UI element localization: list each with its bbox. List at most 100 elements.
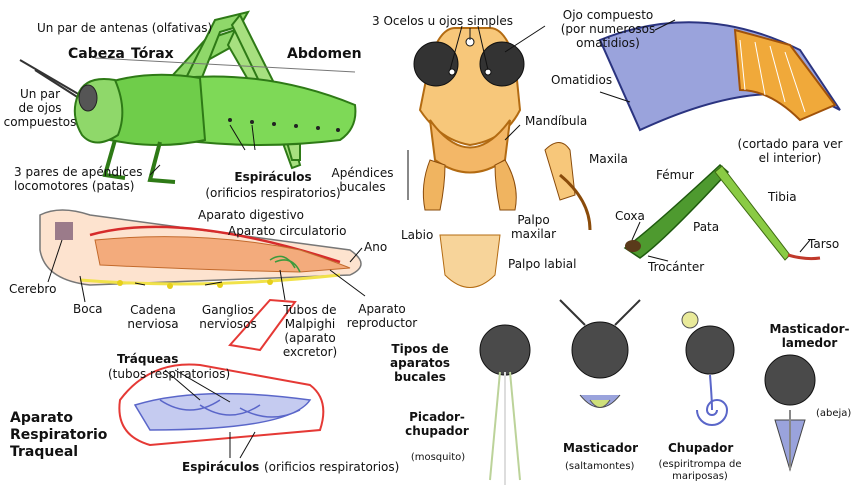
label-reproductive-1: Aparato [358, 302, 406, 316]
mouth-area [429, 119, 511, 174]
label-malpighi-3: (aparato [284, 331, 336, 345]
label-respiratory-title-2: Respiratorio [10, 427, 108, 443]
nerve-cord [79, 273, 341, 286]
label-piercing-sucking-1: Picador- [409, 410, 465, 424]
label-compound-eye-1: Ojo compuesto [562, 8, 654, 22]
label-nerve-cord-2: nerviosa [127, 317, 179, 331]
antenna-2 [34, 69, 83, 101]
right-palp [494, 159, 517, 211]
label-cut-open: (cortado para ver el interior) [730, 137, 850, 165]
label-mouth: Boca [73, 302, 103, 316]
label-tracheae: Tráqueas [117, 352, 179, 366]
label-compound-eye-3: omatidios) [576, 36, 640, 50]
label-piercing-sucking: Picador- chupador [397, 410, 477, 438]
label-compound-eyes-2: de ojos [18, 101, 62, 115]
label-chewing-lapping: Masticador- lamedor [762, 322, 857, 350]
label-butterfly-2: mariposas) [672, 471, 728, 482]
label-thorax-region: Tórax [131, 46, 174, 62]
label-malpighi: Tubos de Malpighi (aparato excretor) [270, 303, 350, 359]
label-chewing-lapping-2: lamedor [781, 336, 838, 350]
label-tracheae-desc: (tubos respiratorios) [108, 367, 231, 381]
label-nerve-cord: Cadena nerviosa [118, 303, 188, 331]
label-coxa: Coxa [615, 209, 645, 223]
label-mouthparts-title-2: aparatos [390, 356, 450, 370]
label-mouthparts-title-3: bucales [394, 370, 446, 384]
label-spiracles-top-desc: (orificios respiratorios) [205, 186, 341, 200]
label-legs: 3 pares de apéndices locomotores (patas) [14, 165, 143, 193]
label-maxillary-palp: Palpo maxilar [506, 213, 561, 241]
label-nerve-cord-1: Cadena [130, 303, 176, 317]
spiracle-dots [228, 118, 340, 132]
labium [439, 234, 501, 288]
left-palp [422, 159, 446, 211]
label-ommatidia: Omatidios [551, 73, 613, 87]
compound-eye [78, 84, 98, 112]
label-malpighi-1: Tubos de [283, 303, 337, 317]
label-abdomen-region: Abdomen [287, 46, 362, 62]
leg-diagram [623, 163, 821, 262]
label-anus: Ano [364, 240, 388, 254]
label-mouth-appendages: Apéndices bucales [320, 166, 405, 194]
division-line [94, 57, 356, 73]
head-front-view [407, 25, 592, 288]
tarsus-shape [787, 253, 821, 261]
label-chewing: Masticador [563, 441, 638, 455]
maxilla-shape [544, 142, 576, 201]
brain-shape [55, 222, 73, 240]
label-respiratory-title: Aparato Respiratorio Traqueal [10, 410, 107, 461]
label-spiracles-bottom: Espiráculos [182, 460, 260, 474]
abdomen-shape [179, 75, 357, 146]
label-tarsus: Tarso [808, 237, 840, 251]
label-compound-eye: Ojo compuesto (por numerosos omatidios) [553, 8, 663, 50]
proboscis-spiral [696, 399, 729, 426]
label-cut-open-1: (cortado para ver [737, 137, 843, 151]
label-butterfly: (espiritrompa de mariposas) [650, 459, 750, 483]
label-compound-eyes-1: Un par [19, 87, 61, 101]
femur-shape [623, 163, 730, 259]
label-chewing-lapping-1: Masticador- [769, 322, 850, 336]
leg-outline [228, 298, 297, 352]
label-butterfly-1: (espiritrompa de [658, 459, 742, 470]
antenna-1 [19, 59, 81, 96]
label-maxillary-palp-2: maxilar [510, 227, 557, 241]
label-compound-eyes-3: compuestos [3, 115, 77, 129]
label-piercing-sucking-2: chupador [405, 424, 469, 438]
bee-head [764, 354, 816, 472]
tracheae [133, 392, 312, 431]
label-ganglia-1: Ganglios [201, 303, 255, 317]
label-head-region: Cabeza [68, 46, 125, 62]
label-siphoning: Chupador [668, 441, 734, 455]
label-spiracles-bottom-desc: (orificios respiratorios) [264, 460, 400, 474]
label-labial-palp: Palpo labial [508, 257, 577, 271]
label-mosquito: (mosquito) [410, 452, 466, 463]
internal-anatomy [39, 209, 366, 303]
right-compound-eye [479, 41, 525, 87]
left-compound-eye [413, 41, 459, 87]
label-tibia: Tibia [768, 190, 797, 204]
label-malpighi-4: excretor) [282, 345, 338, 359]
label-mandible: Mandíbula [525, 114, 588, 128]
eye-interior [733, 28, 837, 122]
label-grasshopper: (saltamontes) [565, 461, 635, 472]
mosquito-head [479, 324, 531, 485]
label-maxillary-palp-1: Palpo [517, 213, 550, 227]
label-spiracles-top: Espiráculos [234, 170, 312, 184]
label-legs-2: locomotores (patas) [14, 179, 135, 193]
label-reproductive-2: reproductor [346, 316, 418, 330]
tibia-shape [714, 165, 791, 261]
middle-leg [147, 141, 176, 184]
label-compound-eye-2: (por numerosos [560, 22, 656, 36]
thorax-shape [109, 73, 207, 146]
label-legs-1: 3 pares de apéndices [14, 165, 143, 179]
label-mouth-appendages-1: Apéndices [331, 166, 394, 180]
label-femur: Fémur [656, 168, 694, 182]
grasshopper-external [19, 10, 357, 184]
label-leg: Pata [693, 220, 720, 234]
label-ocelli: 3 Ocelos u ojos simples [372, 14, 513, 28]
label-cut-open-2: el interior) [758, 151, 822, 165]
mouthpart-types [479, 299, 816, 485]
label-malpighi-2: Malpighi [284, 317, 336, 331]
malpighian-tubules [269, 255, 301, 273]
label-antennae: Un par de antenas (olfativas) [37, 21, 213, 35]
